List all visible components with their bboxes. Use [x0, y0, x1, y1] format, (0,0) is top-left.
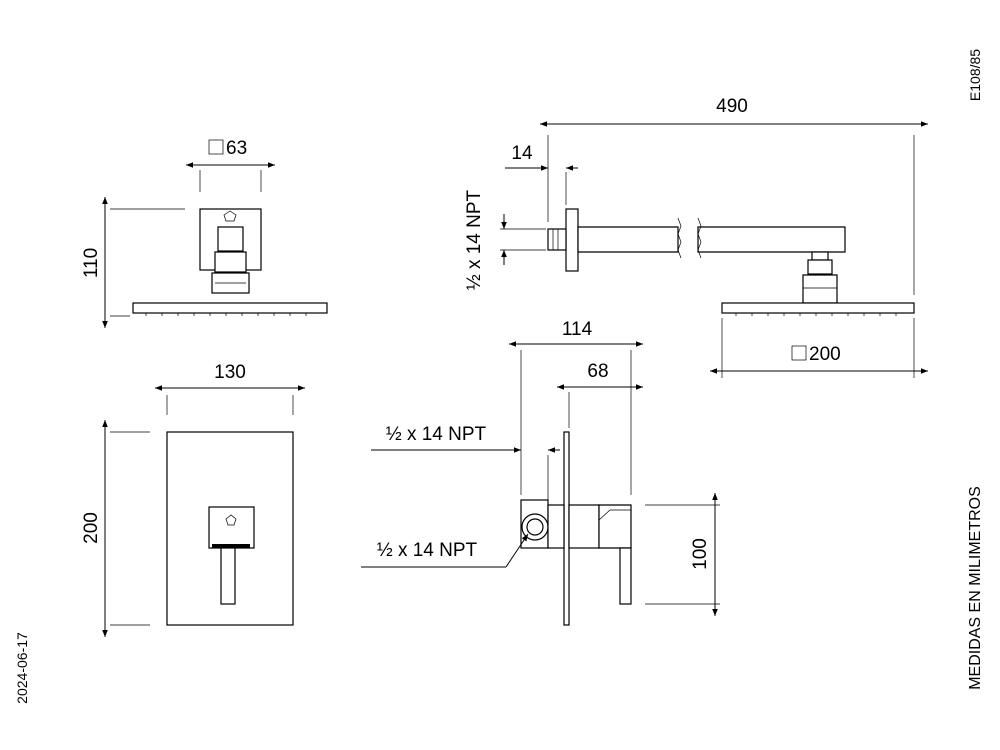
arm-tube-left	[577, 226, 679, 253]
valve-inlet-inner	[526, 518, 544, 536]
arm-tube-right	[697, 226, 846, 253]
valve-handle-body	[598, 504, 632, 549]
drawing-date: 2024-06-17	[14, 632, 30, 704]
rain-head-side	[132, 302, 328, 314]
flange-nut	[217, 226, 244, 252]
dim-valve-thread-top: ½ x 14 NPT	[386, 424, 487, 445]
dim-14: 14	[511, 143, 533, 164]
square-symbol-icon	[208, 139, 224, 155]
dim-63: 63	[226, 138, 247, 159]
dim-arm-thread: ½ x 14 NPT	[464, 189, 485, 290]
ball-joint	[214, 251, 247, 273]
dim-114: 114	[562, 319, 593, 340]
square-symbol-icon	[791, 345, 807, 361]
valve-plate-edge	[563, 431, 570, 626]
shower-arm-side-view: 490 14 ½ x 14 NPT 200	[464, 96, 928, 378]
valve-side-view: 114 68 ½ x 14 NPT ½ x 14 NPT 100	[361, 319, 720, 626]
arm-head-connector	[802, 274, 838, 304]
valve-lever	[619, 547, 632, 605]
logo-icon	[225, 514, 237, 526]
units-note: MEDIDAS EN MILIMETROS	[967, 486, 984, 690]
valve-handle-base	[568, 504, 600, 549]
dim-200: 200	[809, 344, 841, 365]
dim-100: 100	[690, 538, 711, 570]
arm-thread	[547, 228, 567, 251]
shower-head-front-view: 63 110	[81, 138, 328, 328]
document-code: E108/85	[967, 49, 983, 101]
logo-icon	[223, 210, 237, 222]
handle-square	[208, 506, 255, 549]
dim-valve-thread-bottom: ½ x 14 NPT	[377, 540, 478, 561]
dim-130: 130	[214, 362, 246, 383]
rain-head-200	[721, 302, 915, 314]
handle-lever	[220, 547, 236, 605]
valve-plate-front-view: 130 200	[81, 362, 305, 637]
dim-110: 110	[81, 248, 102, 278]
dim-plate-200: 200	[81, 512, 102, 544]
dim-490: 490	[716, 96, 748, 117]
arm-ball-joint	[807, 259, 833, 275]
arm-flange	[565, 208, 579, 272]
dim-68: 68	[587, 361, 608, 382]
